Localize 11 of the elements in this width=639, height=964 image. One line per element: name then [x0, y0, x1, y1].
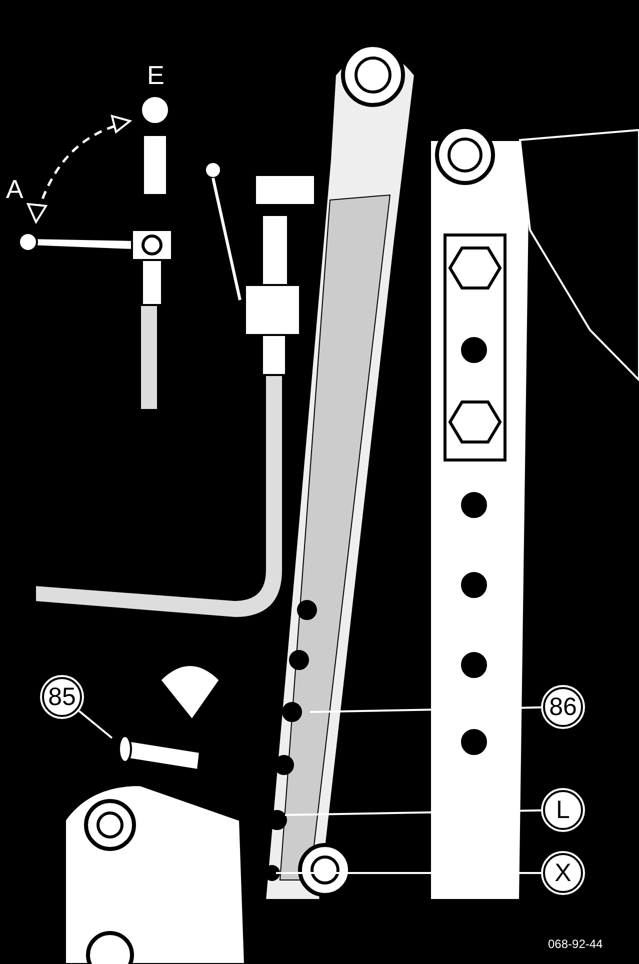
position-letter: E	[147, 62, 164, 88]
leader-line	[78, 710, 113, 739]
leader-line	[284, 809, 542, 816]
callout-number: L	[543, 790, 583, 830]
position-letter: A	[6, 176, 24, 202]
callout-number: X	[543, 853, 583, 893]
leader-line	[276, 872, 541, 874]
callout-number: 86	[543, 687, 583, 727]
figure-number: 068-92-44	[548, 938, 603, 951]
leader-line	[310, 706, 542, 713]
callout-number: 85	[42, 677, 82, 717]
